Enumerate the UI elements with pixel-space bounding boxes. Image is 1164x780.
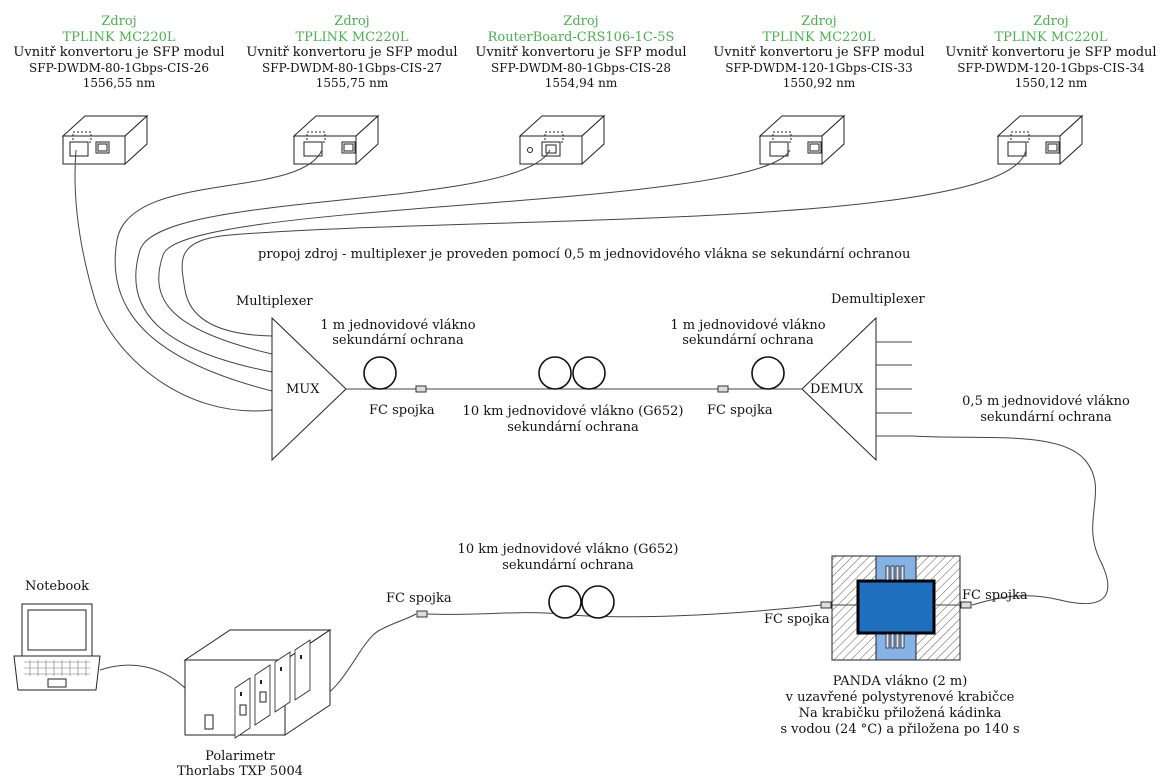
source-label-5: Zdroj TPLINK MC220L Uvnitř konvertoru je… [936,14,1164,92]
source-converter-3 [519,115,605,165]
fiber-1m-right-label-2: sekundární ochrana [682,333,814,348]
main-fiber-line [346,356,802,393]
source-desc: Uvnitř konvertoru je SFP modul [945,45,1157,60]
panda-label-4: s vodou (24 °C) a přiložena po 140 s [780,722,1020,737]
source-device: TPLINK MC220L [762,29,876,45]
source-module: SFP-DWDM-120-1Gbps-CIS-34 [957,60,1145,75]
fc-label-4: FC spojka [962,588,1028,603]
source-desc: Uvnitř konvertoru je SFP modul [475,45,687,60]
source-title: Zdroj [101,14,137,29]
source-module: SFP-DWDM-80-1Gbps-CIS-28 [491,60,671,75]
source-title: Zdroj [563,14,599,29]
polarimeter-icon [183,629,332,739]
notebook-label: Notebook [25,579,89,594]
fc-connector-5 [820,601,832,609]
fc-connector-1 [415,385,427,393]
notebook-icon [13,603,101,691]
fiber-10km-bottom-label-2: sekundární ochrana [502,558,634,573]
fiber-10km-bottom-line [315,585,822,701]
fiber-spool-10km-a [538,356,572,390]
demux-title: Demultiplexer [831,292,925,307]
source-wavelength: 1550,92 nm [782,76,856,90]
panda-label-3: Na krabičku přiložená kádinka [798,706,1002,721]
source-device: TPLINK MC220L [295,29,409,45]
polarimeter-label-1: Polarimetr [205,749,275,764]
fiber-10km-top-label-1: 10 km jednovidové vlákno (G652) [462,404,684,419]
source-converter-5 [997,115,1083,165]
demux-label: DEMUX [810,382,864,397]
source-title: Zdroj [801,14,837,29]
source-module: SFP-DWDM-120-1Gbps-CIS-33 [725,60,913,75]
source-title: Zdroj [334,14,370,29]
fiber-05m-label-2: sekundární ochrana [980,410,1112,425]
fc-label-1: FC spojka [369,403,435,418]
source-module: SFP-DWDM-80-1Gbps-CIS-26 [29,60,209,75]
fiber-1m-left-label-2: sekundární ochrana [332,333,464,348]
source-label-2: Zdroj TPLINK MC220L Uvnitř konvertoru je… [237,14,467,92]
fc-label-3: FC spojka [386,591,452,606]
polarimeter-label-2: Thorlabs TXP 5004 [176,764,304,779]
source-label-3: Zdroj RouterBoard-CRS106-1C-5S Uvnitř ko… [466,14,696,92]
fiber-1m-right-label-1: 1 m jednovidové vlákno [670,318,826,333]
mux-label: MUX [286,382,320,397]
source-desc: Uvnitř konvertoru je SFP modul [713,45,925,60]
fiber-05m-label-1: 0,5 m jednovidové vlákno [962,394,1130,409]
mux-triangle [271,316,347,462]
source-wavelength: 1555,75 nm [315,76,389,90]
patch-note: propoj zdroj - multiplexer je proveden p… [258,247,911,262]
panda-label-1: PANDA vlákno (2 m) [832,674,968,689]
fiber-05m [911,435,1109,606]
source-converter-4 [759,115,845,165]
source-device: TPLINK MC220L [62,29,176,45]
source-module: SFP-DWDM-80-1Gbps-CIS-27 [262,60,442,75]
source-converter-2 [293,115,379,165]
fiber-spool-10km-b [572,356,606,390]
fiber-10km-top-label-2: sekundární ochrana [507,420,639,435]
patch-cords [74,149,1027,412]
fc-connector-2 [717,385,729,393]
fiber-spool-1m-right [751,356,785,390]
fiber-10km-bottom-label-1: 10 km jednovidové vlákno (G652) [457,542,679,557]
source-device: TPLINK MC220L [994,29,1108,45]
source-converter-1 [62,115,148,165]
usb-cable [99,664,186,689]
source-label-1: Zdroj TPLINK MC220L Uvnitř konvertoru je… [4,14,234,92]
mux-title: Multiplexer [236,294,313,309]
source-wavelength: 1556,55 nm [82,76,156,90]
fiber-1m-left-label-1: 1 m jednovidové vlákno [320,318,476,333]
source-wavelength: 1550,12 nm [1014,76,1088,90]
panda-label-2: v uzavřené polystyrenové krabičce [785,690,1015,705]
fc-label-5: FC spojka [764,612,830,627]
source-desc: Uvnitř konvertoru je SFP modul [13,45,225,60]
panda-box [831,555,961,661]
fc-connector-3 [416,610,428,618]
source-wavelength: 1554,94 nm [544,76,618,90]
fc-label-2: FC spojka [707,403,773,418]
demux-triangle [801,316,912,462]
source-desc: Uvnitř konvertoru je SFP modul [246,45,458,60]
source-label-4: Zdroj TPLINK MC220L Uvnitř konvertoru je… [704,14,934,92]
fc-connector-4 [960,601,972,609]
fiber-spool-1m-left [363,356,397,390]
source-device: RouterBoard-CRS106-1C-5S [487,29,675,45]
source-title: Zdroj [1033,14,1069,29]
